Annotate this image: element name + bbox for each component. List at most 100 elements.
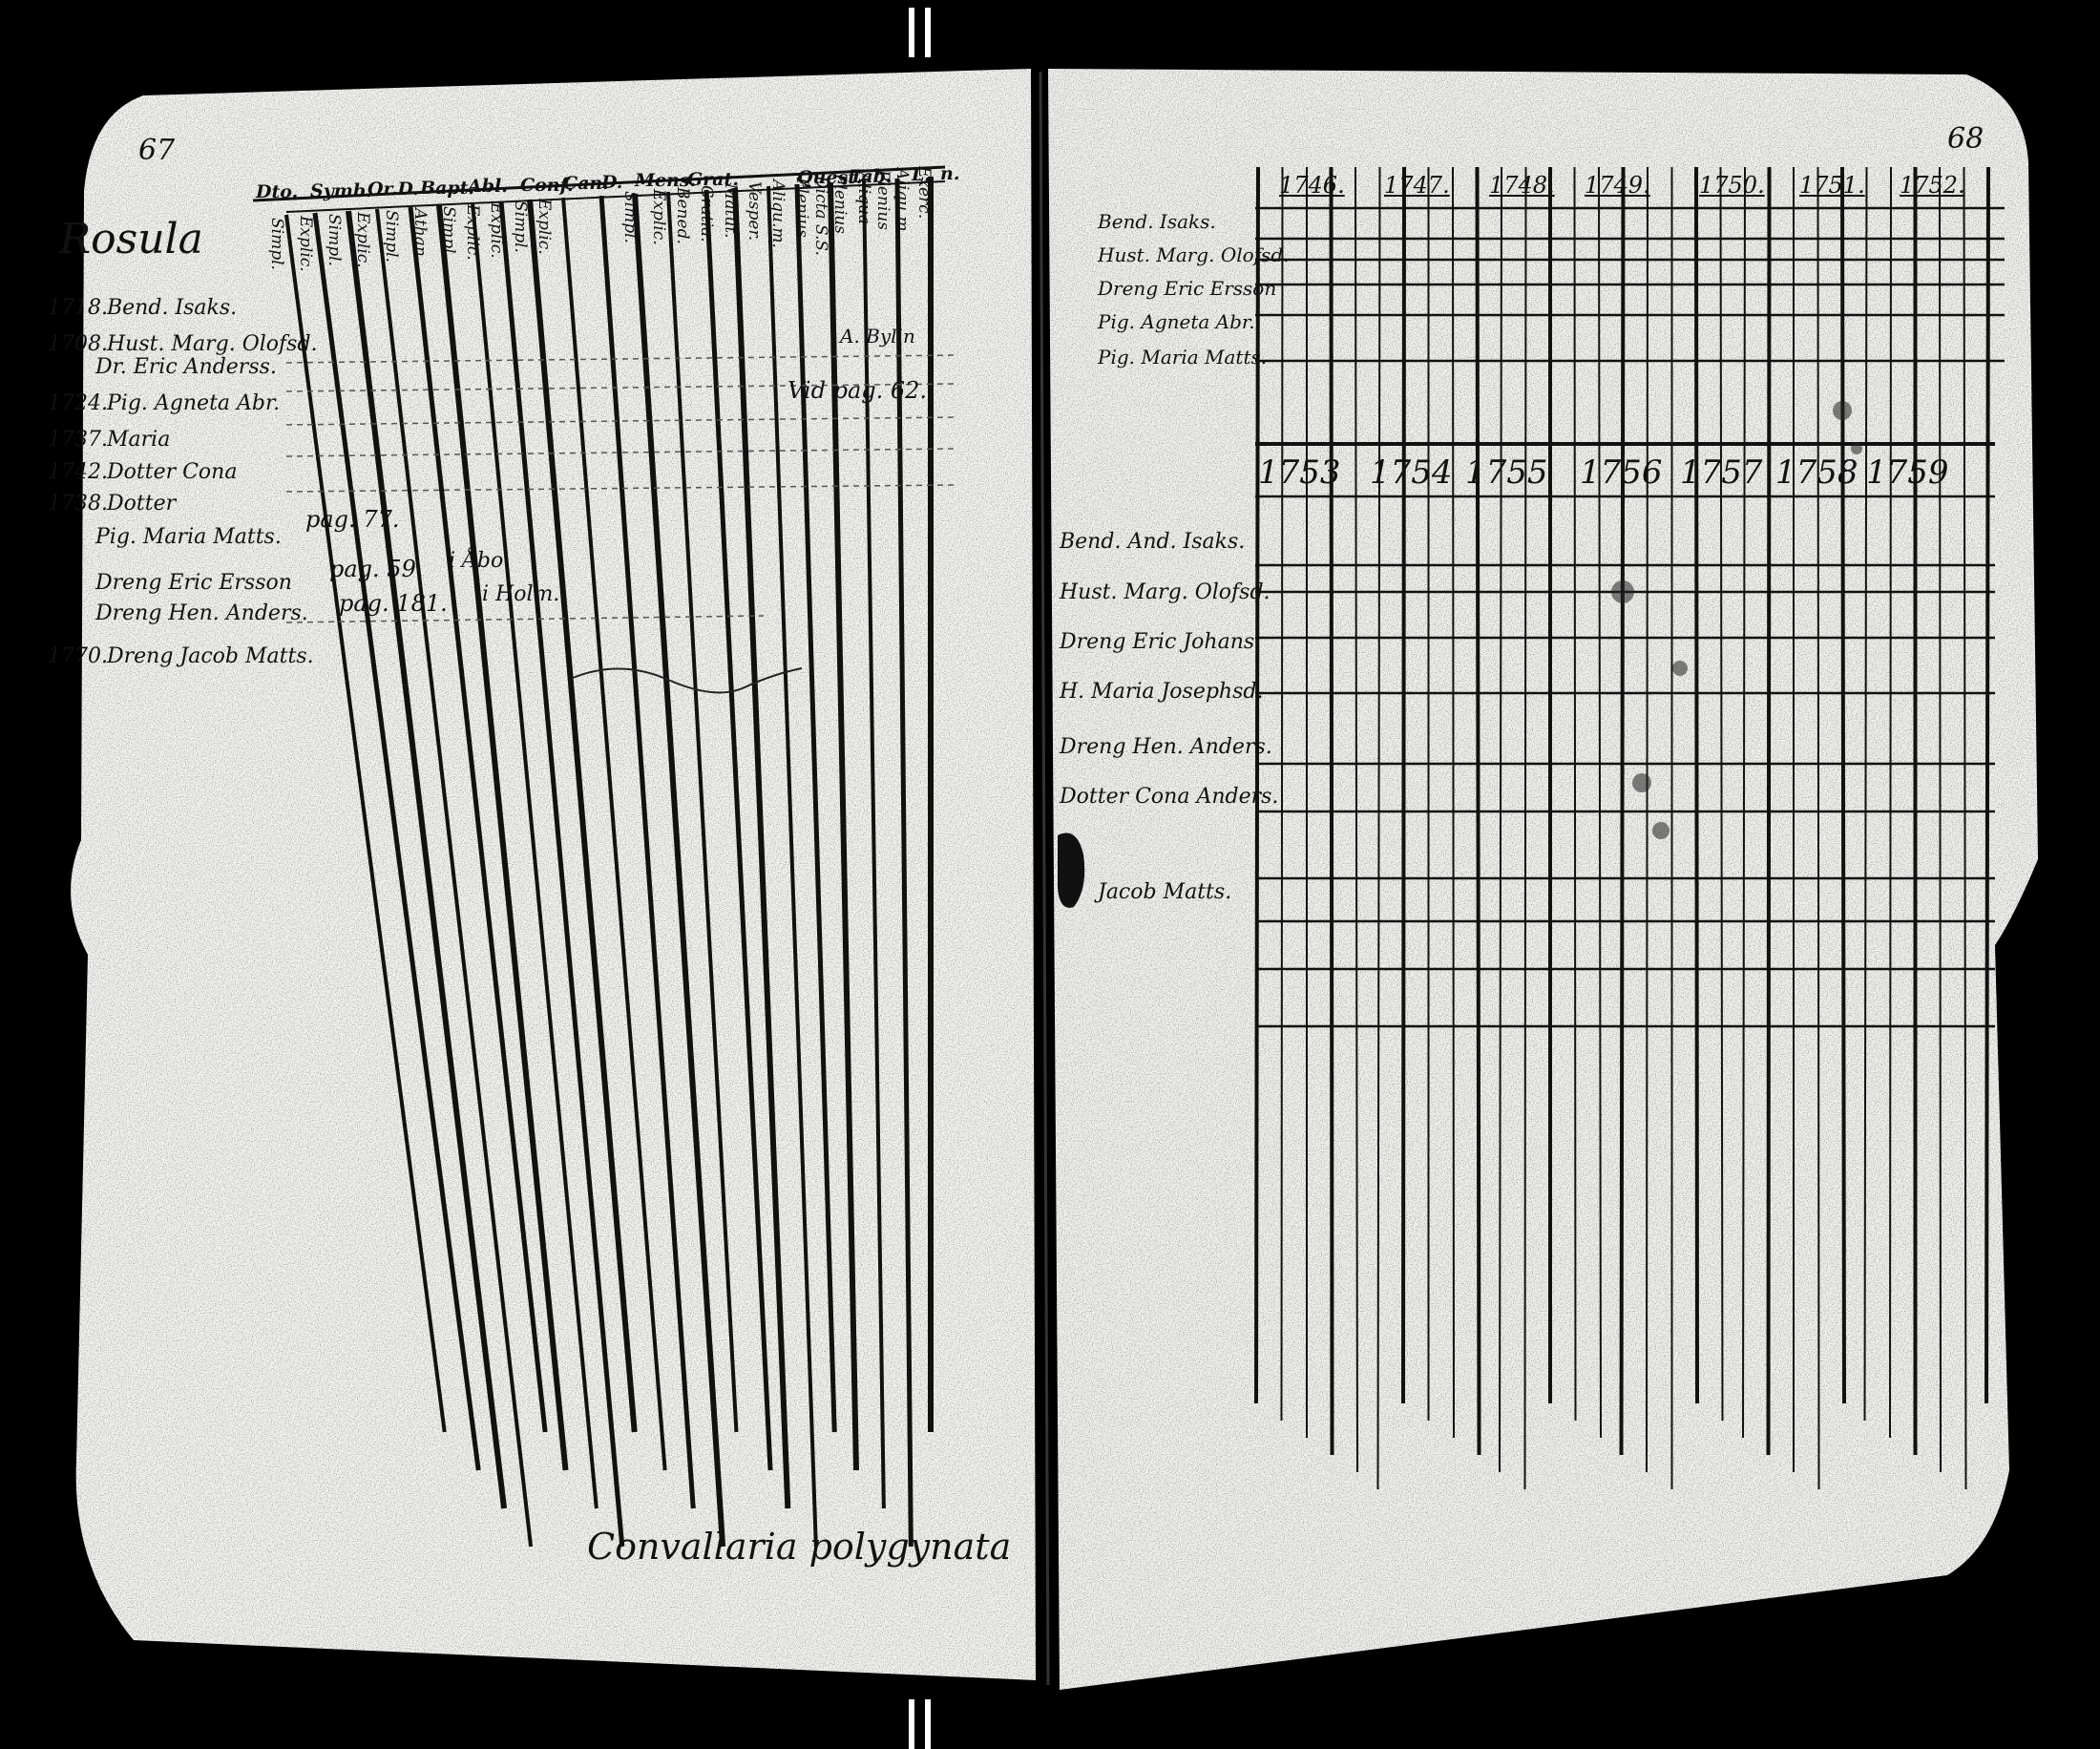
left-column-label: Simpl. xyxy=(325,214,344,266)
left-column-rule xyxy=(527,199,638,1433)
left-header-cell: Dto. xyxy=(256,181,299,202)
year-header-bottom: 1754 xyxy=(1370,453,1453,492)
stains xyxy=(1611,401,1862,839)
right-row-name-top: Hust. Marg. Olofsd. xyxy=(1098,243,1290,266)
left-column-label: Exerc. xyxy=(914,166,934,220)
left-edge-dark xyxy=(0,0,21,1749)
right-column-rule xyxy=(1963,166,1967,1490)
left-column-rule xyxy=(408,206,548,1433)
left-column-label: Matut. xyxy=(721,183,740,239)
left-column-label: Simpl. xyxy=(382,210,401,263)
footer-note: Convallaria polygynata xyxy=(587,1526,1012,1568)
right-column-rule xyxy=(1619,166,1626,1456)
left-column-label: Aliqu.m. xyxy=(768,179,788,248)
right-row-name-top: Pig. Maria Matts. xyxy=(1098,346,1268,369)
row-year: 1737. xyxy=(48,428,108,452)
right-column-rule xyxy=(1401,166,1406,1404)
year-header-bottom: 1758 xyxy=(1775,453,1858,492)
year-header-bottom: 1757 xyxy=(1680,453,1763,492)
right-column-rule xyxy=(1598,166,1602,1439)
left-column-rule xyxy=(375,208,534,1548)
left-column-rule xyxy=(828,181,859,1471)
left-header-cell: L. xyxy=(912,164,931,185)
left-column-label: Aliqua xyxy=(854,172,873,225)
left-column-rule xyxy=(284,214,447,1433)
village-name: Rosula xyxy=(59,215,203,263)
year-header-bottom: 1756 xyxy=(1580,453,1663,492)
year-header-bottom: 1753 xyxy=(1258,453,1341,492)
left-header-cell: Tab. xyxy=(850,165,892,187)
year-header-top: 1746. xyxy=(1279,172,1345,199)
page-number-right: 68 xyxy=(1947,122,1984,156)
left-column-rule xyxy=(471,202,598,1509)
left-column-rule xyxy=(312,212,481,1471)
right-column-rule xyxy=(1499,166,1502,1473)
right-column-rule xyxy=(1694,166,1699,1404)
left-column-label: Plenius xyxy=(873,170,892,230)
right-row-name-bottom: Dotter Cona Anders. xyxy=(1060,785,1279,809)
year-header-top: 1747. xyxy=(1384,172,1450,199)
right-column-rule xyxy=(1719,166,1724,1422)
right-column-rule xyxy=(1354,166,1358,1473)
right-column-rule xyxy=(1816,166,1820,1490)
row-year: 1708. xyxy=(48,332,108,356)
left-column-label: Simpl. xyxy=(620,191,640,243)
row-name: Pig. Maria Matts. xyxy=(95,525,282,549)
year-header-top: 1749. xyxy=(1585,172,1650,199)
row-year: 1724. xyxy=(48,391,108,415)
right-row-name-bottom: H. Maria Josephsd. xyxy=(1060,680,1264,704)
row-name: Hust. Marg. Olofsd. xyxy=(107,332,318,356)
left-header-cell: D. xyxy=(601,171,623,193)
row-name: Pig. Agneta Abr. xyxy=(107,391,281,415)
right-column-rule xyxy=(1280,166,1284,1422)
right-row-name-bottom: Bend. And. Isaks. xyxy=(1060,530,1246,554)
note-i-abo: i Åbo xyxy=(449,549,504,573)
left-column-rule xyxy=(794,183,837,1433)
note-pag-181: pag. 181. xyxy=(339,590,448,617)
left-column-rule xyxy=(766,185,818,1548)
right-column-rule xyxy=(1742,166,1746,1439)
left-column-label: Explic. xyxy=(649,189,668,245)
right-column-rule xyxy=(1939,166,1942,1473)
year-header-bottom: 1759 xyxy=(1866,453,1949,492)
note-bylin: A. Bylin xyxy=(840,325,915,348)
row-name: Dotter Cona xyxy=(107,460,238,484)
left-header-cell: Can. xyxy=(563,173,609,194)
right-row-name-bottom: Dreng Hen. Anders. xyxy=(1060,735,1272,759)
left-header-cell: Mens. xyxy=(635,170,697,191)
left-header-cell: Or.D. xyxy=(368,179,419,200)
left-column-rule xyxy=(498,200,625,1548)
left-wavy-stroke xyxy=(572,667,803,694)
right-column-rule xyxy=(1889,166,1892,1439)
left-column-rule xyxy=(598,195,696,1509)
right-column-rule xyxy=(1452,166,1455,1439)
right-row-name-top: Dreng Eric Ersson xyxy=(1098,277,1277,300)
row-name: Bend. Isaks. xyxy=(107,296,238,320)
row-year: 1738. xyxy=(48,492,108,516)
left-column-label: Plenius xyxy=(792,178,811,238)
note-i-holm: i Holm. xyxy=(482,582,560,606)
left-header-lines xyxy=(252,165,946,213)
right-column-rule xyxy=(1984,166,1990,1404)
row-year: 1742. xyxy=(48,460,108,484)
year-header-top: 1750. xyxy=(1699,172,1765,199)
left-column-rule xyxy=(561,197,667,1471)
right-column-rule xyxy=(1254,166,1260,1404)
right-column-rule xyxy=(1863,166,1868,1422)
right-column-rule xyxy=(1766,166,1772,1456)
right-row-name-top: Bend. Isaks. xyxy=(1098,210,1216,233)
left-column-rules xyxy=(284,177,934,1548)
row-name: Dotter xyxy=(107,492,177,516)
right-row-name-bottom: Jacob Matts. xyxy=(1098,880,1232,904)
left-header-cell: Grat. xyxy=(687,168,739,190)
row-name: Dreng Eric Ersson xyxy=(95,571,292,595)
year-header-bottom: 1755 xyxy=(1465,453,1548,492)
left-column-label: Plenius xyxy=(830,174,850,234)
left-column-label: Explic. xyxy=(353,212,372,268)
left-header-cell: Conf. xyxy=(520,174,574,196)
left-column-rule xyxy=(704,189,773,1471)
row-name: Dreng Hen. Anders. xyxy=(95,601,308,625)
right-row-name-top: Pig. Agneta Abr. xyxy=(1098,310,1255,333)
note-pag-59: pag. 59. xyxy=(329,556,424,582)
ink-blot xyxy=(1058,832,1085,908)
